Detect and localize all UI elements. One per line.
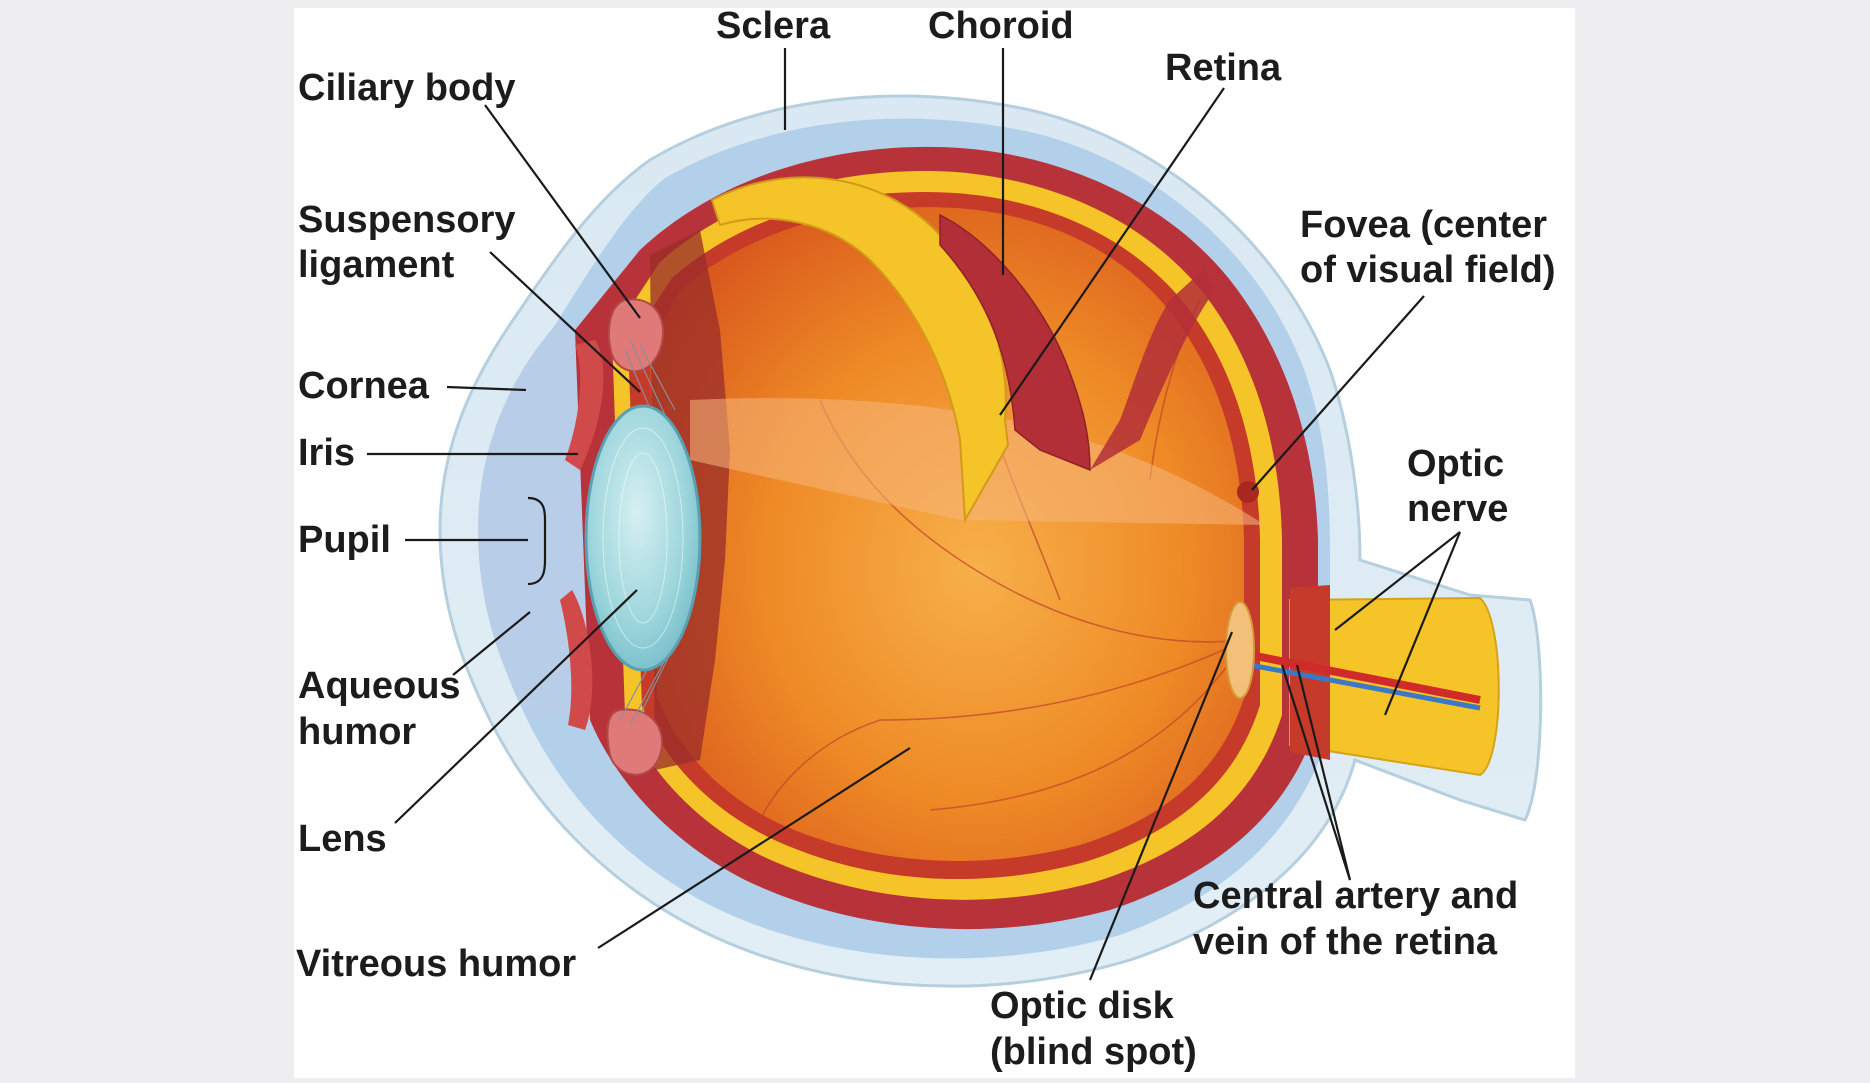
label-vitreous: Vitreous humor: [296, 943, 576, 985]
label-fovea-1: Fovea (center: [1300, 204, 1547, 246]
iris-lower: [560, 590, 593, 730]
label-lens: Lens: [298, 818, 387, 860]
label-choroid: Choroid: [928, 5, 1074, 47]
choroid-flap: [939, 213, 1091, 472]
iris-upper: [565, 340, 604, 470]
leader-central-2: [1295, 664, 1352, 881]
label-optic-disk-1: Optic disk: [990, 985, 1175, 1027]
central-artery: [1249, 651, 1481, 704]
label-aqueous-2: humor: [298, 711, 416, 753]
leader-ciliary-body: [484, 104, 641, 319]
leader-suspensory: [489, 251, 641, 393]
label-retina: Retina: [1165, 47, 1282, 89]
label-sclera: Sclera: [716, 5, 831, 47]
label-ciliary-body: Ciliary body: [298, 67, 516, 109]
leader-retina: [999, 87, 1225, 416]
label-optic-nerve-2: nerve: [1407, 488, 1508, 530]
fovea-spot: [1237, 481, 1259, 503]
label-optic-nerve-1: Optic: [1407, 443, 1504, 485]
label-aqueous-1: Aqueous: [298, 665, 461, 707]
lens-lines: [602, 427, 684, 649]
central-vein: [1249, 662, 1481, 711]
leader-central-1: [1280, 664, 1352, 881]
vitreous-humor: [650, 207, 1244, 862]
optic-nerve-sheath: [1290, 585, 1330, 760]
retina-flap: [710, 176, 1010, 524]
leader-optic-nerve-2: [1383, 531, 1462, 716]
leader-lines: [367, 48, 1462, 981]
eyeball: [438, 94, 1543, 988]
label-optic-disk-2: (blind spot): [990, 1031, 1197, 1073]
label-iris: Iris: [298, 432, 355, 474]
label-central-1: Central artery and: [1193, 875, 1518, 917]
label-suspensory-2: ligament: [298, 244, 455, 286]
leader-vitreous: [597, 747, 911, 949]
leader-optic-nerve-1: [1334, 531, 1461, 631]
label-pupil: Pupil: [298, 519, 391, 561]
labels: Sclera Choroid Retina Ciliary body Suspe…: [296, 5, 1555, 1073]
label-cornea: Cornea: [298, 365, 430, 407]
leader-cornea: [446, 385, 527, 392]
sclera-cut-edge: [1090, 268, 1215, 470]
leader-optic-disk: [1088, 631, 1234, 981]
optic-disk-shape: [1225, 601, 1255, 699]
leader-lens: [394, 589, 638, 824]
ciliary-body-upper: [607, 298, 665, 373]
ciliary-body-lower: [606, 708, 664, 776]
label-suspensory-1: Suspensory: [298, 199, 516, 241]
leader-fovea: [1251, 295, 1425, 491]
leader-pupil: [405, 496, 547, 586]
cornea-region: [478, 320, 590, 720]
label-fovea-2: of visual field): [1300, 249, 1555, 291]
leader-aqueous: [452, 611, 531, 676]
label-central-2: vein of the retina: [1193, 921, 1498, 963]
lens-shape: [584, 404, 702, 672]
